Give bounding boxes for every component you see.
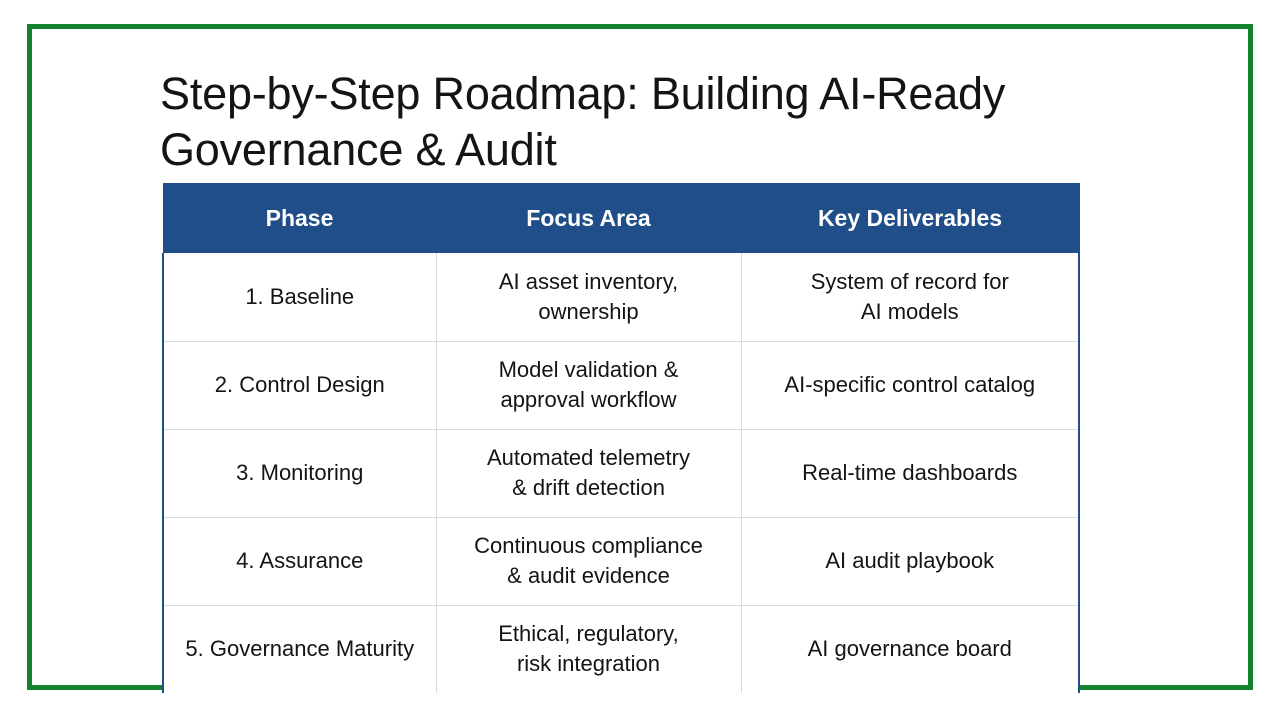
table-row: 5. Governance Maturity Ethical, regulato… (162, 605, 1080, 693)
column-header-phase[interactable]: Phase (162, 183, 437, 253)
cell-phase-text: 2. Control Design (214, 372, 385, 397)
table-row: 1. Baseline AI asset inventory, ownershi… (162, 253, 1080, 342)
cell-key-deliverables-text: AI governance board (807, 636, 1012, 662)
cell-focus-area-text: Ethical, regulatory, risk integration (498, 621, 679, 677)
cell-phase-text: 5. Governance Maturity (185, 636, 415, 662)
cell-key-deliverables: AI audit playbook (741, 517, 1080, 606)
cell-focus-area: Ethical, regulatory, risk integration (436, 605, 742, 693)
cell-key-deliverables-text: System of record for AI models (810, 268, 1009, 324)
table-header-row: Phase Focus Area Key Deliverables (162, 183, 1080, 253)
cell-phase-text: 3. Monitoring (236, 460, 364, 485)
cell-focus-area-text: Model validation & approval workflow (498, 357, 679, 412)
cell-focus-area-text: AI asset inventory, ownership (498, 268, 679, 324)
cell-focus-area-text: Automated telemetry & drift detection (487, 445, 690, 500)
cell-focus-area: Automated telemetry & drift detection (436, 429, 742, 518)
cell-focus-area: AI asset inventory, ownership (436, 253, 742, 342)
cell-phase: 4. Assurance (162, 517, 437, 606)
cell-phase: 5. Governance Maturity (162, 605, 437, 693)
cell-key-deliverables: System of record for AI models (741, 253, 1080, 342)
cell-key-deliverables: Real-time dashboards (741, 429, 1080, 518)
roadmap-table: Phase Focus Area Key Deliverables 1. Bas… (162, 183, 1080, 693)
cell-key-deliverables-text: Real-time dashboards (802, 460, 1018, 485)
table-row: 4. Assurance Continuous compliance & aud… (162, 517, 1080, 606)
cell-phase-text: 4. Assurance (236, 548, 364, 573)
table-body: 1. Baseline AI asset inventory, ownershi… (162, 253, 1080, 693)
table-header: Phase Focus Area Key Deliverables (162, 183, 1080, 253)
cell-focus-area: Model validation & approval workflow (436, 341, 742, 430)
page-title: Step-by-Step Roadmap: Building AI-Ready … (160, 68, 1006, 176)
cell-focus-area: Continuous compliance & audit evidence (436, 517, 742, 606)
cell-key-deliverables-text: AI-specific control catalog (784, 372, 1036, 397)
cell-phase-text: 1. Baseline (245, 283, 355, 309)
table-row: 2. Control Design Model validation & app… (162, 341, 1080, 430)
table-row: 3. Monitoring Automated telemetry & drif… (162, 429, 1080, 518)
cell-phase: 3. Monitoring (162, 429, 437, 518)
cell-phase: 2. Control Design (162, 341, 437, 430)
cell-key-deliverables-text: AI audit playbook (825, 548, 995, 573)
column-header-key-deliverables[interactable]: Key Deliverables (740, 183, 1080, 253)
cell-key-deliverables: AI-specific control catalog (741, 341, 1080, 430)
cell-key-deliverables: AI governance board (741, 605, 1080, 693)
column-header-focus-area[interactable]: Focus Area (435, 183, 742, 253)
cell-phase: 1. Baseline (162, 253, 437, 342)
cell-focus-area-text: Continuous compliance & audit evidence (474, 533, 703, 588)
